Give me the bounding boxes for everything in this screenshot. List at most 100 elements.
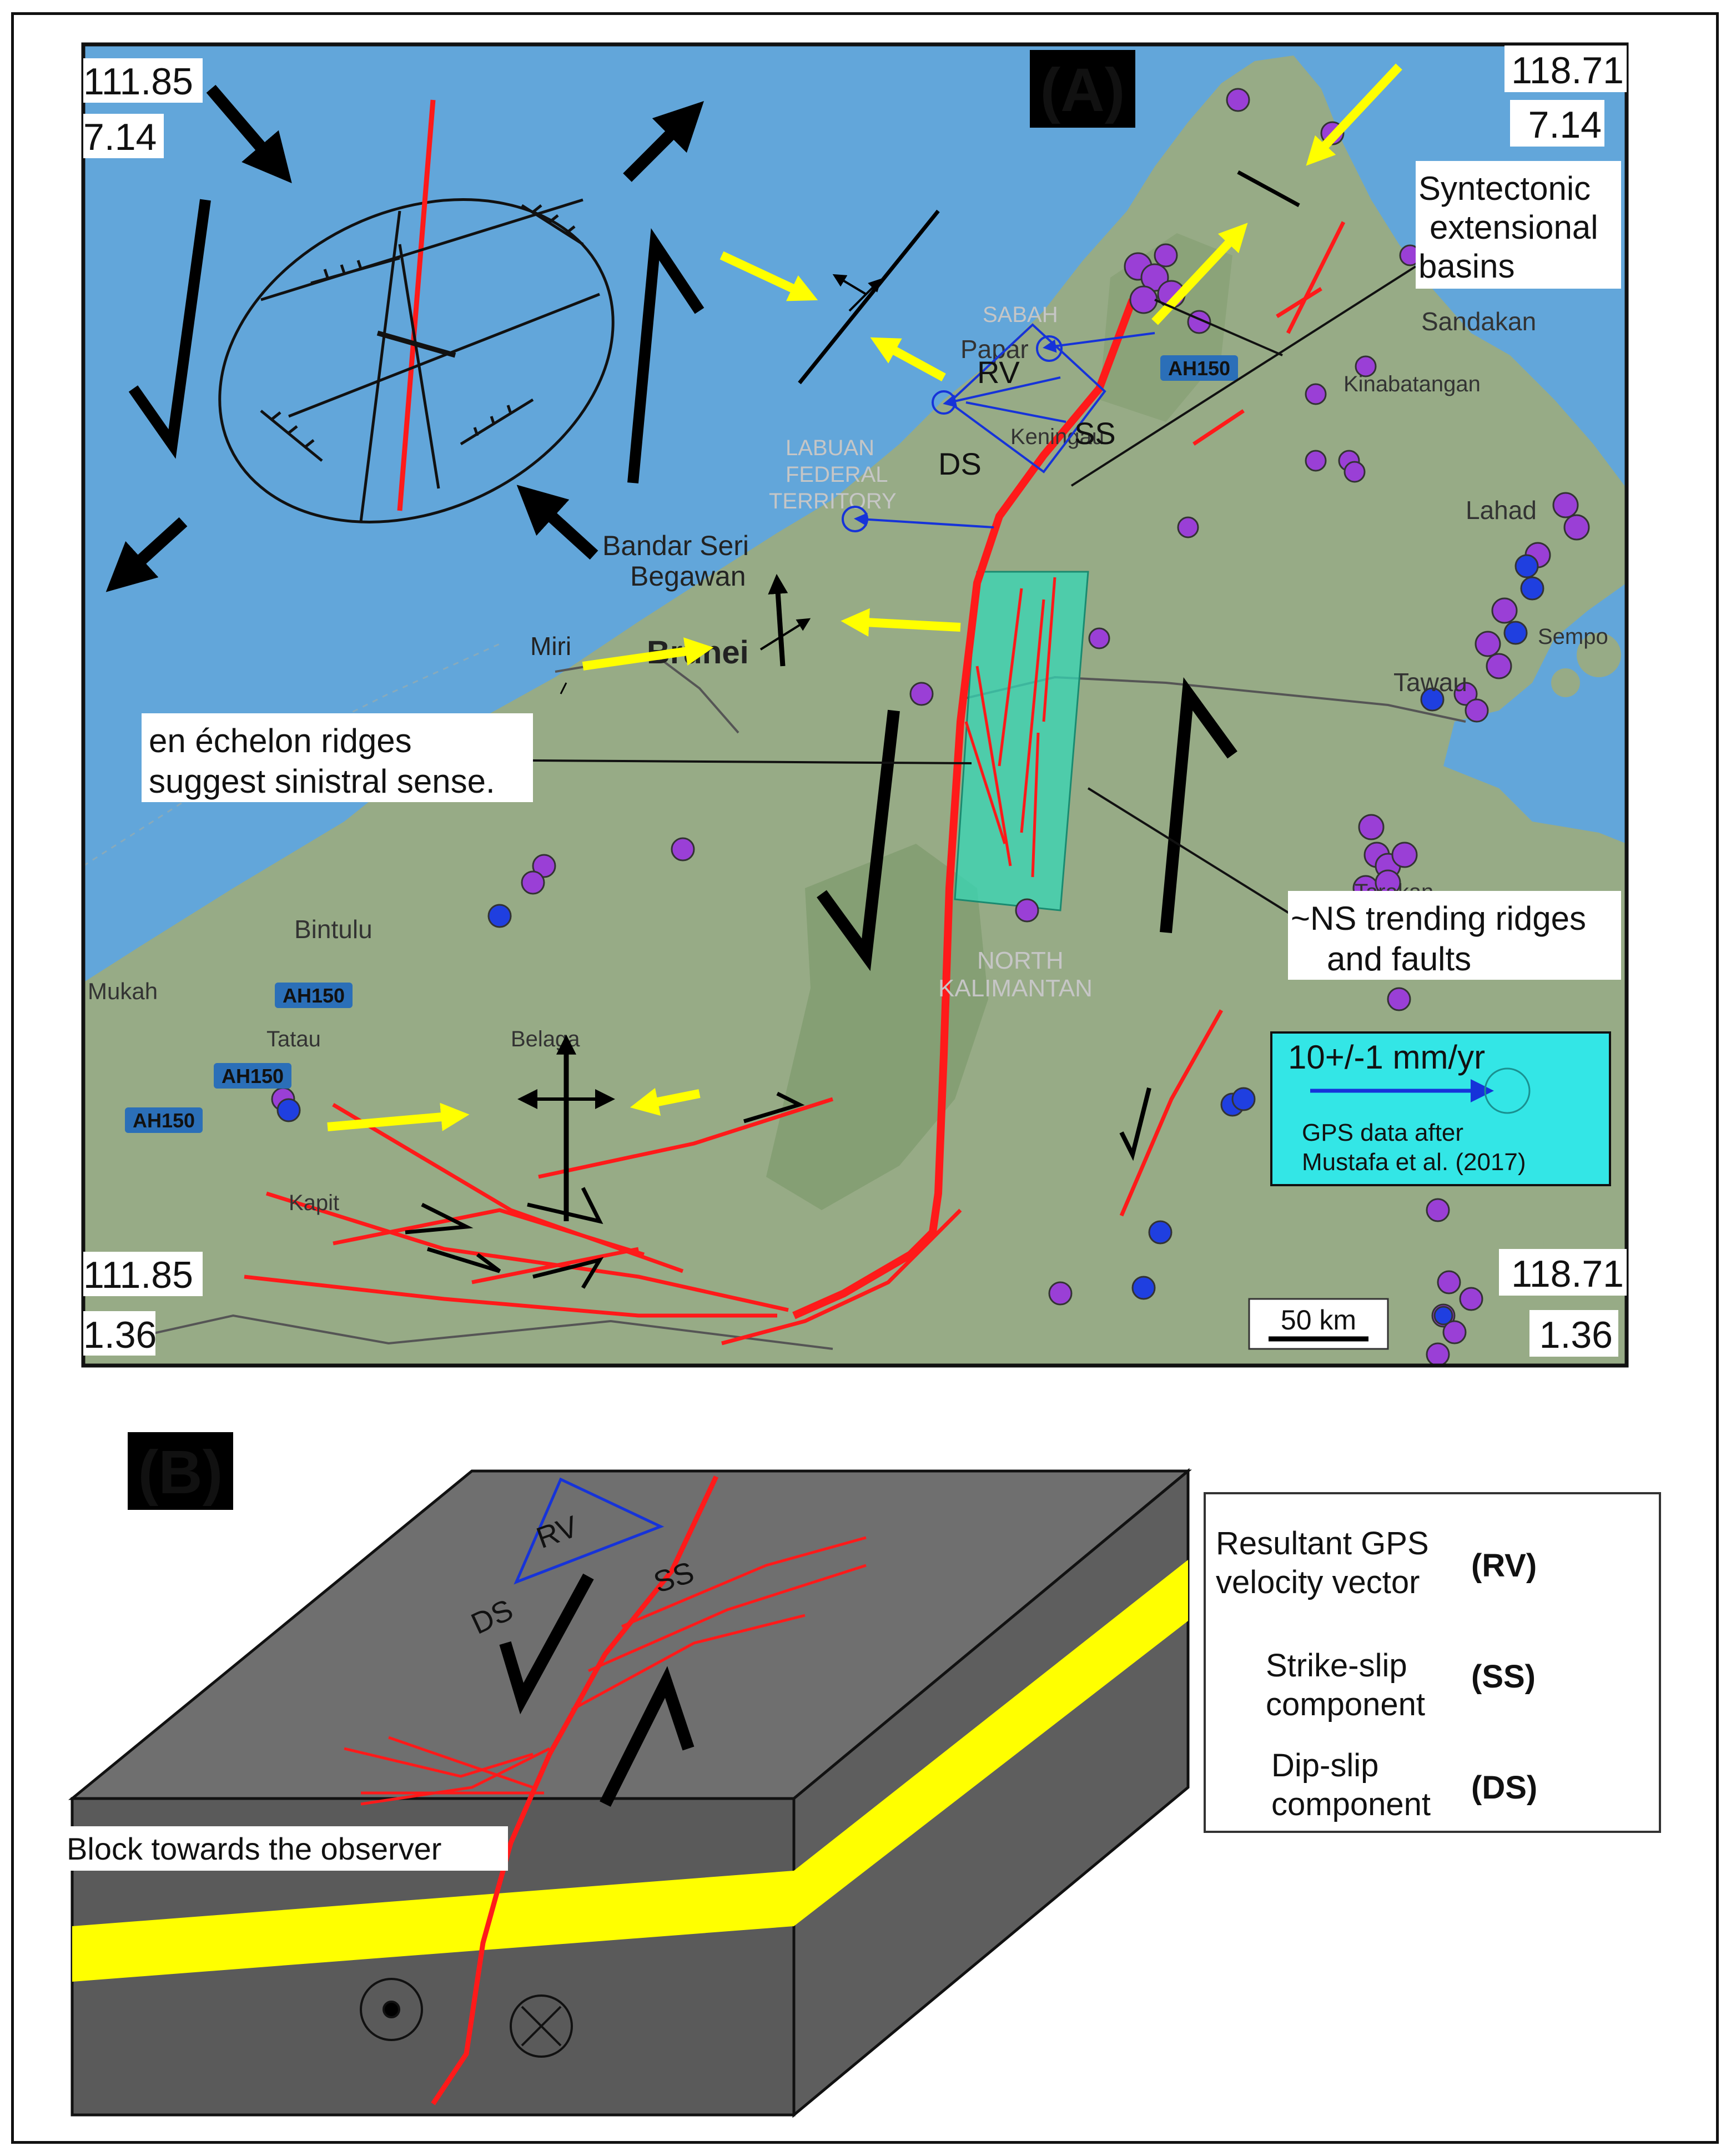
- motion-symbols: [360, 1978, 573, 2058]
- legend-ds-line1: Dip-slip: [1271, 1747, 1378, 1784]
- coord-tl-lon: 111.85: [83, 61, 193, 103]
- label-sandakan: Sandakan: [1421, 307, 1536, 336]
- gps-legend-source1: GPS data after: [1302, 1119, 1463, 1146]
- label-keningau: Keningau: [1010, 425, 1104, 449]
- legend-ss-line1: Strike-slip: [1266, 1648, 1407, 1684]
- coord-br-lon: 118.71: [1511, 1253, 1624, 1295]
- panel-b-block-diagram: (B) RV SS DS Block towards the observer: [64, 1432, 1661, 2118]
- legend-rv-abbr: (RV): [1471, 1548, 1537, 1584]
- gps-vectors: [842, 323, 1155, 532]
- shear-sense-arrows: [105, 84, 1237, 1161]
- compression-arrow-nw: [206, 84, 292, 184]
- strain-ellipse: [218, 99, 615, 523]
- block-dip-slip-arrow: [499, 1573, 594, 1715]
- gps-legend-error-ellipse: [1484, 1067, 1531, 1114]
- shield-ah150-4: AH150: [133, 1109, 195, 1132]
- gps-legend-source2: Mustafa et al. (2017): [1302, 1148, 1526, 1176]
- coord-br-lat: 1.36: [1539, 1314, 1613, 1356]
- callout-syntectonic: Syntectonic extensional basins: [1416, 161, 1621, 289]
- legend-ss-abbr: (SS): [1471, 1659, 1536, 1695]
- into-page-symbol: [510, 1994, 573, 2058]
- label-labuan-1: LABUAN: [786, 436, 874, 460]
- yellow-compression-arrows: [327, 63, 1402, 1131]
- callout-en-echelon-line1: en échelon ridges: [149, 722, 412, 759]
- gps-legend-box: 10+/-1 mm/yr GPS data after Mustafa et a…: [1270, 1031, 1611, 1186]
- label-bintulu: Bintulu: [294, 915, 373, 944]
- coord-tr-lat: 7.14: [1528, 104, 1602, 146]
- panel-b-label: (B): [138, 1438, 223, 1507]
- main-fault-trace: [792, 298, 1136, 1319]
- map-ds-label: DS: [938, 446, 982, 481]
- callout-en-echelon: en échelon ridges suggest sinistral sens…: [142, 713, 533, 802]
- label-mukah: Mukah: [88, 978, 158, 1004]
- observer-label: Block towards the observer: [67, 1831, 441, 1866]
- panel-b-label-bg: [128, 1432, 233, 1510]
- compression-arrow-se: [516, 485, 598, 560]
- scale-bar-label: 50 km: [1281, 1304, 1356, 1336]
- map-rv-label: RV: [977, 355, 1020, 390]
- label-labuan-2: FEDERAL: [786, 462, 888, 487]
- coord-bl-lat: 1.36: [83, 1314, 157, 1356]
- label-bandar-2: Begawan: [630, 561, 746, 592]
- layer-side: [794, 1560, 1188, 1926]
- borneo-landmass: [83, 56, 1627, 1366]
- en-echelon-ridge-zone: [954, 571, 1089, 911]
- label-sabah: SABAH: [983, 303, 1058, 327]
- sinistral-arrow-central-east: [1160, 677, 1237, 934]
- fold-axes: [405, 170, 1300, 1289]
- block-fault-traces: [344, 1475, 867, 2105]
- callout-ns-line1: ~NS trending ridges: [1291, 900, 1586, 937]
- callout-syntectonic-line2: extensional: [1430, 209, 1598, 246]
- label-tawau: Tawau: [1393, 668, 1467, 697]
- map-border: [81, 42, 1629, 1368]
- callout-ns-line2: and faults: [1327, 940, 1471, 978]
- secondary-faults: [244, 221, 1346, 1346]
- panel-a-label-bg: [1030, 50, 1135, 128]
- callout-leaders: [532, 265, 1417, 917]
- label-miri: Miri: [530, 632, 571, 661]
- gps-legend-rate: 10+/-1 mm/yr: [1288, 1039, 1485, 1076]
- label-kapit: Kapit: [289, 1191, 339, 1215]
- shield-ah150-2: AH150: [283, 984, 345, 1007]
- coord-tr-lon: 118.71: [1511, 49, 1624, 92]
- block-vector-triangle: [514, 1477, 665, 1585]
- panel-a-map: SABAH Papar Keningau LABUAN FEDERAL TERR…: [81, 42, 1629, 1368]
- callout-syntectonic-line3: basins: [1418, 248, 1514, 285]
- callout-en-echelon-line2: suggest sinistral sense.: [149, 763, 495, 800]
- legend-ds-abbr: (DS): [1471, 1770, 1537, 1806]
- small-sinistral-arrow: [1119, 1087, 1151, 1161]
- label-kinabatangan: Kinabatangan: [1343, 372, 1481, 396]
- label-north: NORTH: [977, 947, 1064, 974]
- label-kalimantan: KALIMANTAN: [938, 975, 1093, 1002]
- layer-front: [72, 1871, 794, 1982]
- shield-ah150-3: AH150: [222, 1065, 284, 1087]
- map-vector-labels: RV SS DS: [938, 355, 1116, 481]
- map-ss-label: SS: [1074, 416, 1116, 451]
- label-sempo: Sempo: [1538, 624, 1608, 649]
- block-strike-slip-arrow: [600, 1666, 695, 1807]
- block-legend: Resultant GPS velocity vector (RV) Strik…: [1204, 1492, 1661, 1833]
- en-echelon-ridges: [964, 577, 1056, 878]
- out-of-page-symbol: [360, 1978, 423, 2041]
- legend-rv-line2: velocity vector: [1216, 1564, 1420, 1600]
- extension-arrow-sw: [105, 517, 188, 592]
- scale-bar: 50 km: [1248, 1298, 1389, 1350]
- label-belaga: Belaga: [511, 1027, 580, 1051]
- callout-ns-ridges: ~NS trending ridges and faults: [1288, 891, 1621, 980]
- kalimantan-border: [83, 1314, 833, 1350]
- shield-ah150-1: AH150: [1168, 357, 1230, 380]
- sinistral-arrow-east: [627, 228, 705, 483]
- panel-a-label: (A): [1040, 56, 1125, 124]
- highway-shields: AH150 AH150 AH150 AH150: [125, 355, 1238, 1133]
- sinistral-arrow-west: [128, 199, 211, 459]
- corner-coordinates: 111.85 7.14 118.71 7.14 111.85 1.36 118.…: [83, 46, 1627, 1357]
- sinistral-arrow-central-west: [817, 709, 900, 971]
- observer-label-bg: [64, 1826, 508, 1871]
- coord-bl-lon: 111.85: [83, 1254, 193, 1296]
- extension-arrow-ne: [623, 100, 705, 182]
- label-tatau: Tatau: [266, 1027, 321, 1051]
- legend-rv-line1: Resultant GPS: [1216, 1525, 1429, 1561]
- label-labuan-3: TERRITORY: [769, 489, 897, 513]
- legend-ss-line2: component: [1266, 1686, 1425, 1722]
